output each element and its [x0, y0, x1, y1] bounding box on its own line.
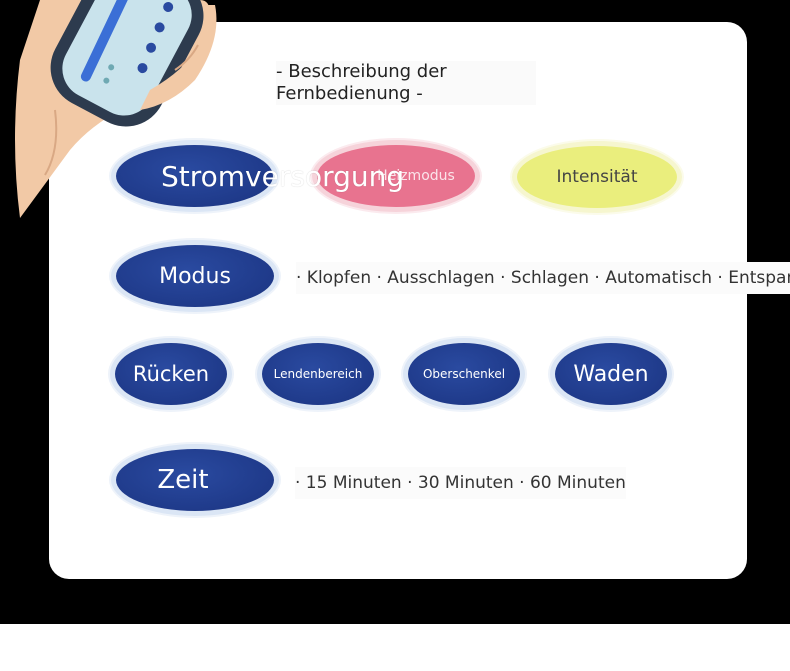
mode-options-text: · Klopfen · Ausschlagen · Schlagen · Aut…	[296, 262, 790, 294]
page-title: - Beschreibung der Fernbedienung -	[276, 61, 536, 105]
heat-mode-button[interactable]: Heizmodus	[317, 145, 475, 207]
mode-button[interactable]: Modus	[116, 245, 274, 307]
back-label: Rücken	[132, 362, 210, 386]
power-button[interactable]	[116, 145, 273, 207]
intensity-label: Intensität	[556, 167, 638, 187]
power-label: Stromversorgung	[161, 160, 405, 193]
thigh-button[interactable]: Oberschenkel	[408, 343, 520, 405]
calves-label: Waden	[573, 361, 649, 387]
heat-mode-label: Heizmodus	[377, 168, 455, 184]
time-options-text: · 15 Minuten · 30 Minuten · 60 Minuten	[295, 467, 626, 499]
time-label: Zeit	[157, 465, 209, 495]
lumbar-label: Lendenbereich	[273, 367, 363, 381]
mode-label: Modus	[159, 263, 231, 289]
back-button[interactable]: Rücken	[115, 343, 227, 405]
hand-holding-remote-icon	[15, 0, 217, 218]
lumbar-button[interactable]: Lendenbereich	[262, 343, 374, 405]
time-button[interactable]: Zeit	[116, 449, 274, 511]
calves-button[interactable]: Waden	[555, 343, 667, 405]
thigh-label: Oberschenkel	[422, 367, 506, 381]
intensity-button[interactable]: Intensität	[517, 146, 677, 208]
